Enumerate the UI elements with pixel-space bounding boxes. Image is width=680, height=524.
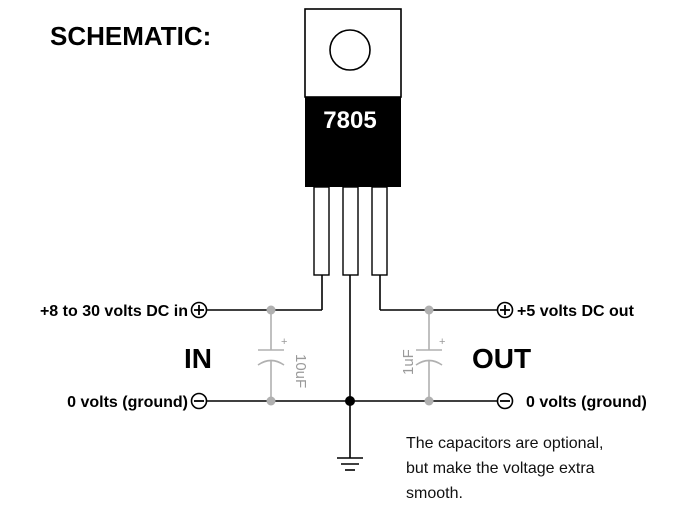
out-section-label: OUT: [472, 343, 531, 374]
in-section-label: IN: [184, 343, 212, 374]
input-cap-top-node: [266, 305, 276, 315]
note-line-1: The capacitors are optional,: [406, 435, 603, 452]
input-pin: [313, 186, 330, 276]
output-ground-terminal: [496, 392, 514, 410]
output-pin: [371, 186, 388, 276]
output-positive-terminal: [496, 301, 514, 319]
input-ground-label: 0 volts (ground): [67, 394, 188, 411]
note-line-2: but make the voltage extra: [406, 460, 595, 477]
output-cap-polarity: +: [439, 336, 445, 348]
input-ground-terminal: [190, 392, 208, 410]
regulator-7805: 7805: [304, 8, 402, 276]
ground-pin: [342, 186, 359, 276]
input-cap-polarity: +: [281, 336, 287, 348]
input-positive-terminal: [190, 301, 208, 319]
schematic-heading: SCHEMATIC:: [50, 21, 211, 51]
wires: [207, 275, 497, 458]
output-cap-bottom-node: [424, 396, 434, 406]
output-cap-top-node: [424, 305, 434, 315]
mounting-hole: [329, 29, 371, 71]
output-positive-label: +5 volts DC out: [517, 303, 635, 320]
input-cap-value: 10uF: [292, 354, 309, 388]
regulator-label: 7805: [323, 107, 376, 134]
input-cap-bottom-node: [266, 396, 276, 406]
input-positive-label: +8 to 30 volts DC in: [40, 303, 188, 320]
note-line-3: smooth.: [406, 485, 463, 502]
capacitor-note: The capacitors are optional, but make th…: [406, 435, 603, 502]
ground-junction-dot: [345, 396, 355, 406]
regulator-body: [305, 97, 401, 187]
output-ground-label: 0 volts (ground): [526, 394, 647, 411]
input-capacitor: + 10uF: [257, 305, 309, 406]
output-cap-value: 1uF: [400, 349, 417, 375]
earth-ground-icon: [337, 457, 363, 471]
output-capacitor: + 1uF: [400, 305, 445, 406]
